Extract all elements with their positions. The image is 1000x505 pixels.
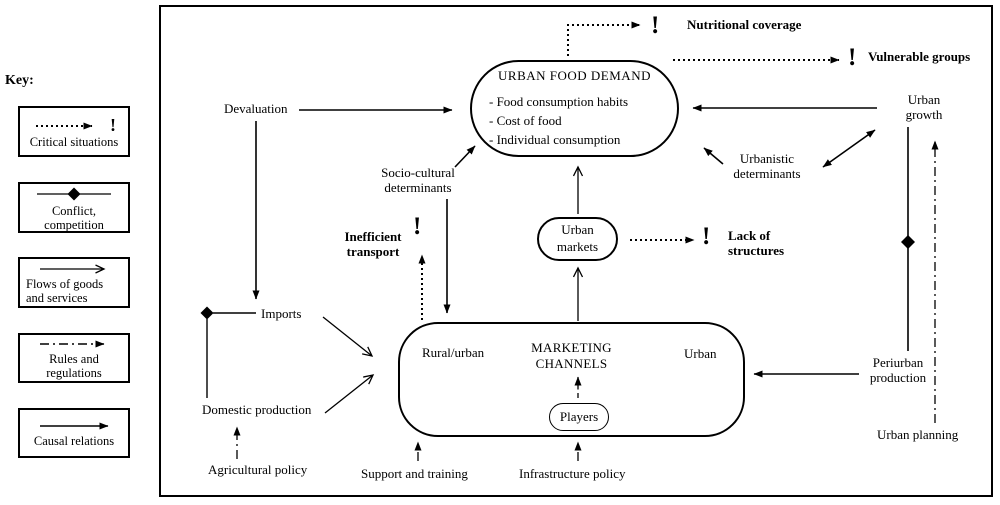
critical-situations-symbol: ! bbox=[32, 115, 116, 135]
urban-food-demand-title: URBAN FOOD DEMAND bbox=[498, 68, 651, 83]
urban-food-demand-item: - Food consumption habits bbox=[489, 94, 629, 109]
arrow-urbanistic-determinants-to-urban-food-demand bbox=[703, 147, 724, 165]
label-lack-of-structures: Lack of structures bbox=[728, 228, 785, 259]
arrow-socio-cultural-to-urban-food-demand bbox=[454, 145, 476, 168]
marketing-channels-right-label: Urban bbox=[684, 346, 717, 361]
urban-markets-label: Urban markets bbox=[556, 222, 599, 254]
dash-dot-arrow-icon bbox=[40, 340, 105, 348]
key-item-label: Critical situations bbox=[29, 134, 119, 149]
flows-of-goods-symbol bbox=[34, 261, 114, 277]
diamond-imports-domestic-icon bbox=[200, 306, 214, 320]
solid-arrow-icon bbox=[40, 422, 109, 430]
label-imports: Imports bbox=[261, 306, 302, 321]
exclamation-icon: ! bbox=[110, 114, 116, 135]
key-item-label: Rules and regulations bbox=[46, 352, 102, 380]
rules-regulations-symbol bbox=[34, 336, 114, 352]
label-urban-planning: Urban planning bbox=[877, 427, 959, 442]
players-node: Players bbox=[549, 403, 609, 431]
diamond-line-icon bbox=[37, 187, 111, 200]
label-periurban-production: Periurban production bbox=[869, 355, 927, 386]
causal-relations-symbol bbox=[34, 418, 114, 434]
urban-food-demand-item: - Individual consumption bbox=[489, 131, 621, 147]
exclamation-icon: ! bbox=[702, 223, 711, 250]
arrow-domestic-production-to-marketing-channels bbox=[324, 375, 373, 414]
label-domestic-production: Domestic production bbox=[202, 402, 312, 417]
label-support-and-training: Support and training bbox=[361, 466, 468, 481]
urban-food-demand-node: URBAN FOOD DEMAND - Food consumption hab… bbox=[470, 60, 679, 157]
key-item-critical-situations: ! Critical situations bbox=[18, 106, 130, 157]
exclamation-icon: ! bbox=[413, 213, 422, 240]
players-label: Players bbox=[559, 409, 599, 424]
conflict-competition-symbol bbox=[31, 184, 117, 204]
key-item-flows-of-goods: Flows of goods and services bbox=[18, 257, 130, 308]
key-item-causal-relations: Causal relations bbox=[18, 408, 130, 458]
urban-food-demand-item: - Cost of food bbox=[489, 112, 562, 128]
exclamation-icon: ! bbox=[651, 12, 660, 39]
diagram-border bbox=[159, 5, 993, 497]
key-item-label: Flows of goods and services bbox=[26, 276, 104, 305]
arrow-urbanistic-determinants-urban-growth-double bbox=[822, 129, 876, 168]
label-urban-growth: Urban growth bbox=[905, 92, 943, 123]
label-inefficient-transport: Inefficient transport bbox=[344, 229, 402, 260]
key-item-rules-regulations: Rules and regulations bbox=[18, 333, 130, 383]
key-item-label: Causal relations bbox=[33, 434, 115, 448]
label-nutritional-coverage: Nutritional coverage bbox=[687, 17, 802, 32]
marketing-channels-left-label: Rural/urban bbox=[422, 345, 485, 360]
label-agricultural-policy: Agricultural policy bbox=[208, 462, 308, 477]
label-vulnerable-groups: Vulnerable groups bbox=[868, 49, 971, 64]
arrow-imports-to-marketing-channels bbox=[322, 316, 372, 356]
urban-markets-node: Urban markets bbox=[537, 217, 618, 261]
dotted-arrow-icon bbox=[36, 122, 93, 129]
diamond-urban-growth-periurban-icon bbox=[901, 235, 915, 249]
open-arrow-icon bbox=[40, 261, 114, 277]
exclamation-icon: ! bbox=[848, 44, 857, 71]
label-infrastructure-policy: Infrastructure policy bbox=[519, 466, 626, 481]
marketing-channels-node: Rural/urban MARKETING CHANNELS Urban Pla… bbox=[398, 322, 745, 437]
key-title: Key: bbox=[5, 73, 34, 88]
marketing-channels-title: MARKETING CHANNELS bbox=[531, 340, 612, 371]
label-socio-cultural-determinants: Socio-cultural determinants bbox=[381, 165, 455, 196]
key-item-conflict-competition: Conflict, competition bbox=[18, 182, 130, 233]
urban-food-demand-items: - Food consumption habits - Cost of food… bbox=[472, 93, 677, 150]
label-urbanistic-determinants: Urbanistic determinants bbox=[733, 151, 801, 182]
key-item-label: Conflict, competition bbox=[44, 203, 104, 232]
arrow-urban-food-demand-to-nutritional-coverage bbox=[567, 21, 641, 56]
label-devaluation: Devaluation bbox=[224, 101, 288, 116]
